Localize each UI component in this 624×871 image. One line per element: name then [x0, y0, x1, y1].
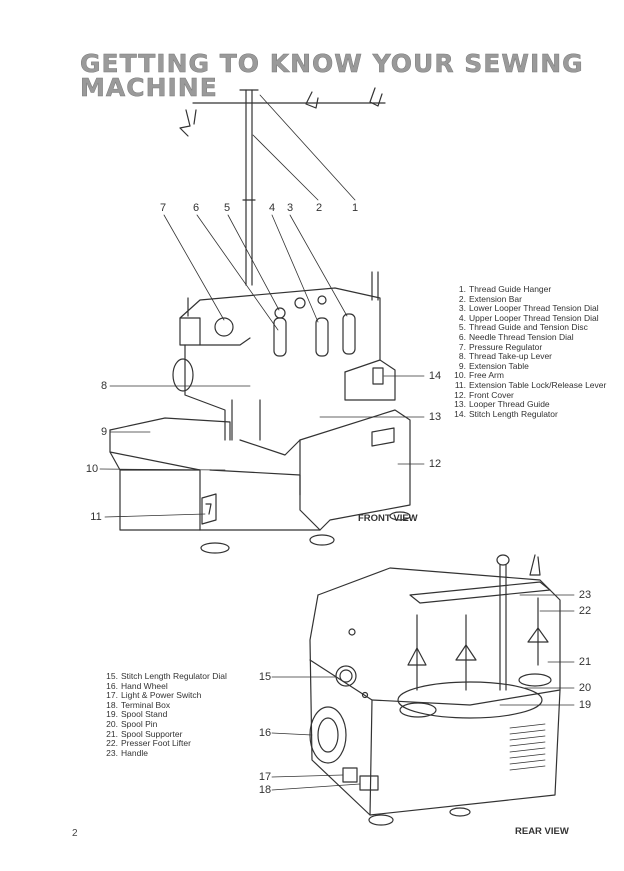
callout-20: 20 [578, 682, 592, 694]
callout-3: 3 [286, 202, 294, 214]
rear-view-leaders [271, 594, 575, 791]
legend-item: 13.Looper Thread Guide [454, 399, 550, 410]
legend-item: 8.Thread Take-up Lever [458, 351, 553, 362]
callout-14: 14 [428, 370, 442, 382]
legend-item: 15.Stitch Length Regulator Dial [106, 671, 227, 681]
legend-item: 20.Spool Pin [106, 718, 158, 729]
legend-item: 23.Handle [106, 747, 148, 758]
legend-item: 22.Presser Foot Lifter [106, 738, 191, 749]
callout-17: 17 [258, 771, 272, 783]
callout-21: 21 [578, 656, 592, 668]
front-view-leaders [99, 94, 425, 518]
legend-item: 9.Extension Table [458, 360, 529, 371]
callout-12: 12 [428, 458, 442, 470]
legend-item: 1.Thread Guide Hanger [458, 284, 552, 294]
callout-2: 2 [315, 202, 323, 214]
rear-view-legend: 15.Stitch Length Regulator Dial 16.Hand … [104, 671, 254, 758]
callout-18: 18 [258, 784, 272, 796]
front-view-illustration [109, 87, 411, 554]
legend-item: 16.Hand Wheel [106, 680, 168, 691]
callout-4: 4 [268, 202, 276, 214]
callout-19: 19 [578, 699, 592, 711]
rear-view-illustration [309, 554, 561, 826]
legend-item: 6.Needle Thread Tension Dial [458, 331, 574, 342]
legend-item: 2.Extension Bar [458, 293, 522, 304]
legend-item: 10.Free Arm [454, 370, 504, 381]
legend-item: 21.Spool Supporter [106, 728, 183, 739]
legend-item: 19.Spool Stand [106, 709, 168, 720]
legend-item: 18.Terminal Box [106, 699, 171, 710]
front-view-legend: 1.Thread Guide Hanger 2.Extension Bar 3.… [452, 284, 608, 419]
legend-item: 3.Lower Looper Thread Tension Dial [458, 303, 599, 314]
callout-10: 10 [85, 463, 99, 475]
rear-view-label: REAR VIEW [515, 826, 569, 837]
page-title: GETTING TO KNOW YOUR SEWING MACHINE [80, 49, 584, 102]
legend-item: 14.Stitch Length Regulator [454, 408, 558, 419]
callout-9: 9 [100, 426, 108, 438]
callout-7: 7 [159, 202, 167, 214]
legend-item: 12.Front Cover [454, 389, 514, 400]
callout-22: 22 [578, 605, 592, 617]
page-number: 2 [72, 828, 78, 839]
callout-11: 11 [90, 511, 102, 523]
callout-1: 1 [351, 202, 359, 214]
callout-13: 13 [428, 411, 442, 423]
legend-item: 5.Thread Guide and Tension Disc [458, 322, 588, 333]
callout-23: 23 [578, 589, 592, 601]
callout-5: 5 [223, 202, 231, 214]
callout-8: 8 [100, 380, 108, 392]
legend-item: 17.Light & Power Switch [106, 690, 202, 701]
legend-item: 11.Extension Table Lock/Release Lever [454, 379, 607, 390]
legend-item: 7.Pressure Regulator [458, 341, 543, 352]
legend-item: 4.Upper Looper Thread Tension Dial [458, 312, 599, 323]
front-view-label: FRONT VIEW [358, 513, 418, 524]
callout-6: 6 [192, 202, 200, 214]
callout-16: 16 [258, 727, 272, 739]
callout-15: 15 [258, 671, 272, 683]
